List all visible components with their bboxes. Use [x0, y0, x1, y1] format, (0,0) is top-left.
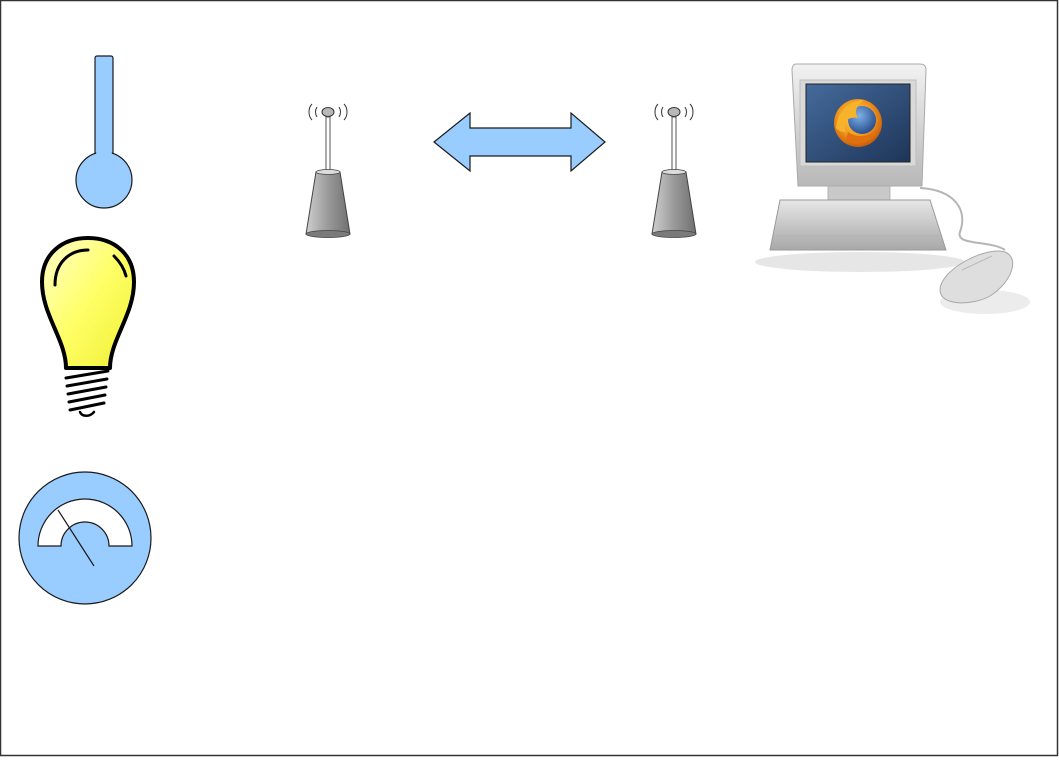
gauge-meter-icon	[18, 471, 152, 605]
firefox-logo-icon	[834, 99, 882, 147]
radio-antenna-icon	[651, 103, 697, 238]
double-arrow-icon	[433, 111, 606, 173]
radio-antenna-icon	[305, 103, 351, 238]
thermometer-icon	[75, 55, 133, 209]
light-bulb-icon	[40, 236, 136, 417]
